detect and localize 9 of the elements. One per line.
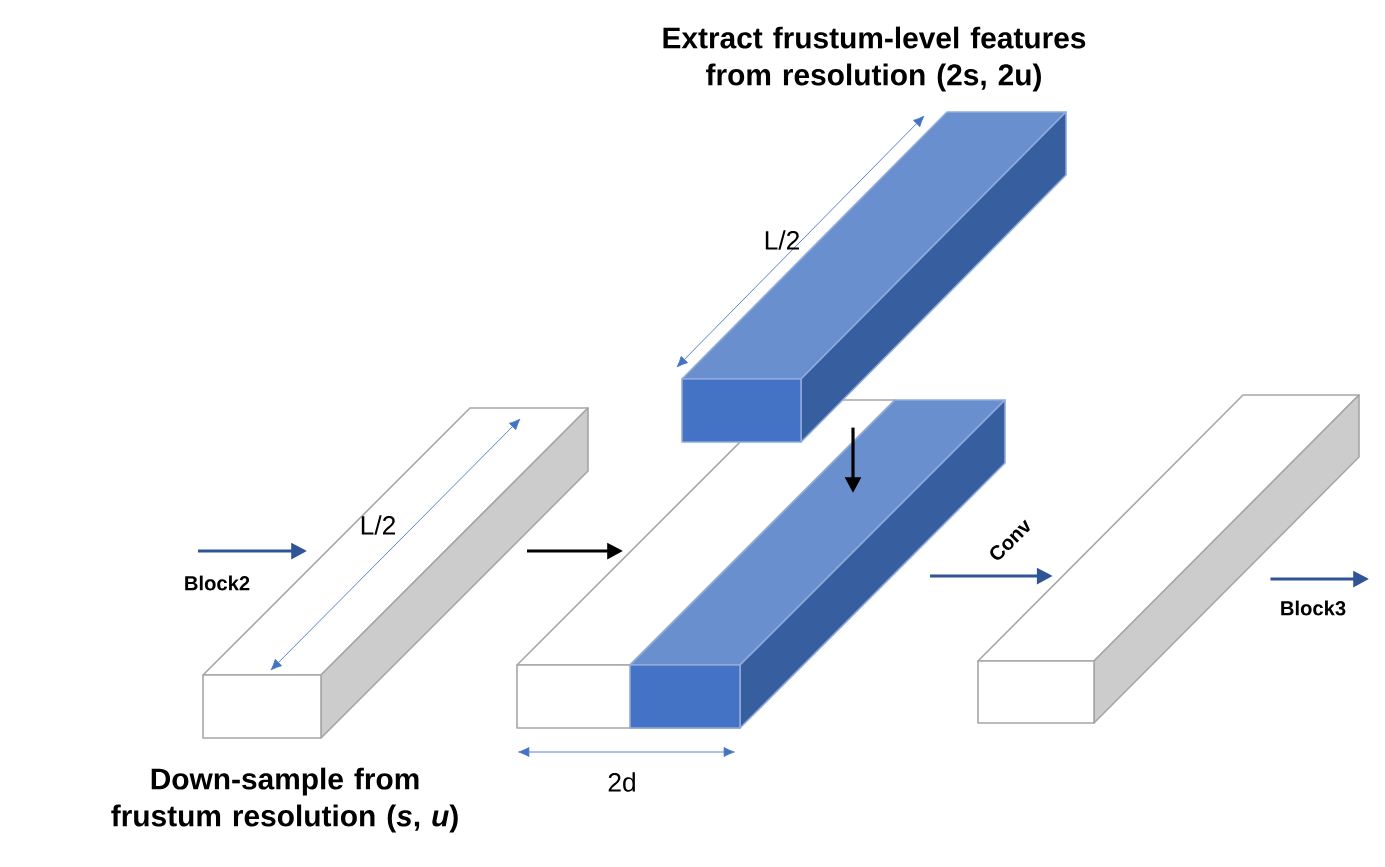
edge-label: Block2 [185, 575, 250, 591]
node-label: Extract frustum-level features from resolution (2s, 2u) [663, 26, 1086, 92]
edge-label: Block3 [1281, 600, 1346, 616]
dimension-label: L/2 [765, 230, 799, 250]
block-drawing [681, 111, 1067, 443]
block-drawing [977, 394, 1360, 724]
dimension-label: L/2 [361, 515, 395, 535]
node-label: Down-sample from frustum resolution (s, u) [111, 767, 458, 833]
dimension-label: 2d [608, 772, 635, 792]
